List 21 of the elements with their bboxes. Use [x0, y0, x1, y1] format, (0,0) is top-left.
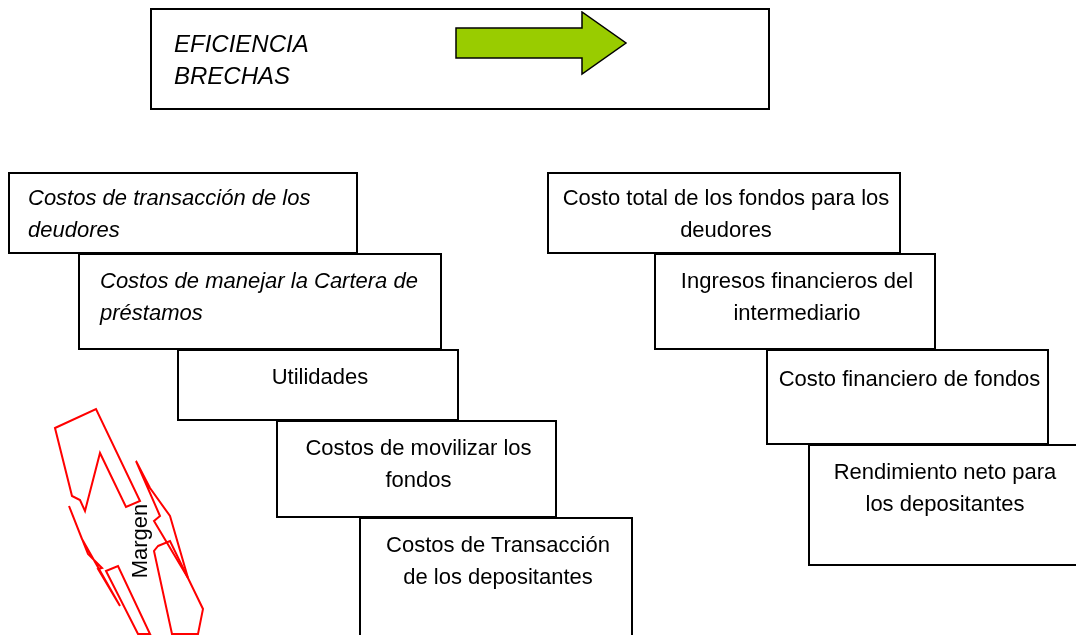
text-box [654, 253, 936, 350]
box-text: Ingresos financieros del intermediario [679, 267, 915, 327]
text-box [177, 349, 459, 421]
box-text: Costos de Transacción de los depositantes [385, 531, 611, 591]
text-box [359, 517, 633, 635]
box-text: EFICIENCIA BRECHAS [174, 29, 309, 91]
text-box [547, 172, 901, 254]
box-text: Costos de manejar la Cartera de préstamos [100, 267, 419, 327]
text-box [150, 8, 770, 110]
box-text: Rendimiento neto para los depositantes [832, 458, 1058, 518]
text-box [78, 253, 442, 350]
box-text: Costos de transacción de los deudores [28, 184, 312, 244]
box-text: Costo total de los fondos para los deudores [561, 184, 891, 244]
text-box [8, 172, 358, 254]
text-box [808, 444, 1076, 566]
box-text: Costos de movilizar los fondos [304, 434, 533, 494]
box-text: Costo financiero de fondos [778, 365, 1041, 393]
text-box [276, 420, 557, 518]
text-box [766, 349, 1049, 445]
box-text: Utilidades [270, 363, 370, 391]
margin-label: Margen [126, 502, 153, 581]
